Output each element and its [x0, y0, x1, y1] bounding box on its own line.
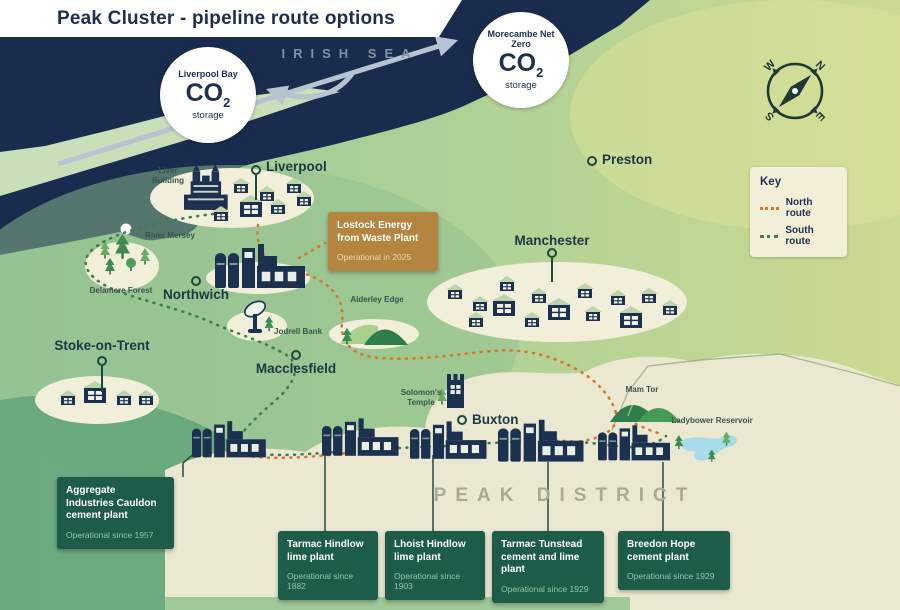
liverpool-marker-stem [255, 175, 257, 200]
peak-district-label: PEAK DISTRICT [433, 485, 697, 506]
manchester-marker [547, 248, 557, 258]
landmark-liver-building: Liver Building [152, 166, 184, 185]
storage-word: storage [505, 80, 537, 92]
macclesfield-marker [291, 350, 301, 360]
key-item-north: North route [760, 197, 837, 219]
irish-sea-label: IRISH SEA [281, 46, 419, 61]
liver-building-icon [184, 164, 228, 210]
callout-lostock: Lostock Energy from Waste Plant Operatio… [328, 212, 438, 271]
moorland-outline [611, 353, 900, 431]
callout-cauldon: Aggregate Industries Cauldon cement plan… [57, 477, 174, 549]
ladybower-reservoir-icon [674, 431, 737, 462]
landmark-delamere-forest: Delamere Forest [89, 286, 153, 295]
title-banner: Peak Cluster - pipeline route options [0, 0, 462, 37]
mam-tor-hills-icon [610, 399, 680, 422]
liverpool-marker [251, 165, 261, 175]
city-label-macclesfield: Macclesfield [255, 361, 337, 376]
storage-site-liverpool-bay: Liverpool Bay CO2 storage [160, 47, 256, 143]
co2-label: CO2 [498, 49, 544, 81]
north-route-swatch [760, 206, 779, 210]
storage-word: storage [192, 110, 224, 122]
co2-label: CO2 [185, 79, 231, 111]
south-route-swatch [760, 234, 779, 238]
callout-breedon-hope: Breedon Hope cement plant Operational si… [618, 531, 730, 590]
preston-marker [587, 156, 597, 166]
landmark-mam-tor: Mam Tor [625, 385, 659, 394]
page-title: Peak Cluster - pipeline route options [57, 7, 395, 29]
stoke-marker-stem [101, 366, 103, 392]
key-title: Key [760, 176, 782, 188]
jodrell-bank-telescope-icon [244, 300, 274, 333]
solomons-temple-icon [437, 374, 464, 408]
peninsula [0, 88, 340, 196]
callout-lhoist-hindlow: Lhoist Hindlow lime plant Operational si… [385, 531, 485, 600]
city-label-liverpool: Liverpool [266, 159, 327, 174]
storage-name: Liverpool Bay [178, 68, 238, 79]
pipeline-arrow-liverpool-bay [266, 72, 354, 106]
northwich-marker [191, 276, 201, 286]
callout-connectors [182, 450, 664, 531]
landmark-alderley-edge: Alderley Edge [350, 295, 404, 304]
landmark-river-mersey: River Mersey [145, 231, 195, 240]
storage-name: Morecambe Net Zero [487, 28, 555, 49]
city-label-preston: Preston [602, 152, 653, 167]
storage-site-morecambe: Morecambe Net Zero CO2 storage [473, 12, 569, 108]
city-label-northwich: Northwich [163, 287, 229, 302]
manchester-marker-stem [551, 258, 553, 282]
buxton-marker [457, 415, 467, 425]
pipeline-landfall-dot [120, 223, 132, 235]
callout-tarmac-hindlow: Tarmac Hindlow lime plant Operational si… [278, 531, 378, 600]
city-label-buxton: Buxton [472, 412, 519, 427]
alderley-edge-hill-icon [340, 324, 408, 345]
city-label-stoke: Stoke-on-Trent [54, 338, 150, 353]
landmark-solomons-temple: Solomon's Temple [400, 388, 442, 407]
landmark-ladybower-reservoir: Ladybower Reservoir [671, 416, 753, 425]
compass-icon: N E S W [762, 58, 827, 123]
key-item-south: South route [760, 225, 837, 247]
landmark-jodrell-bank: Jodrell Bank [274, 327, 323, 336]
callout-tunstead: Tarmac Tunstead cement and lime plant Op… [492, 531, 604, 603]
key-box: Key North route South route [750, 167, 847, 257]
city-label-manchester: Manchester [514, 233, 590, 248]
stoke-marker [97, 356, 107, 366]
